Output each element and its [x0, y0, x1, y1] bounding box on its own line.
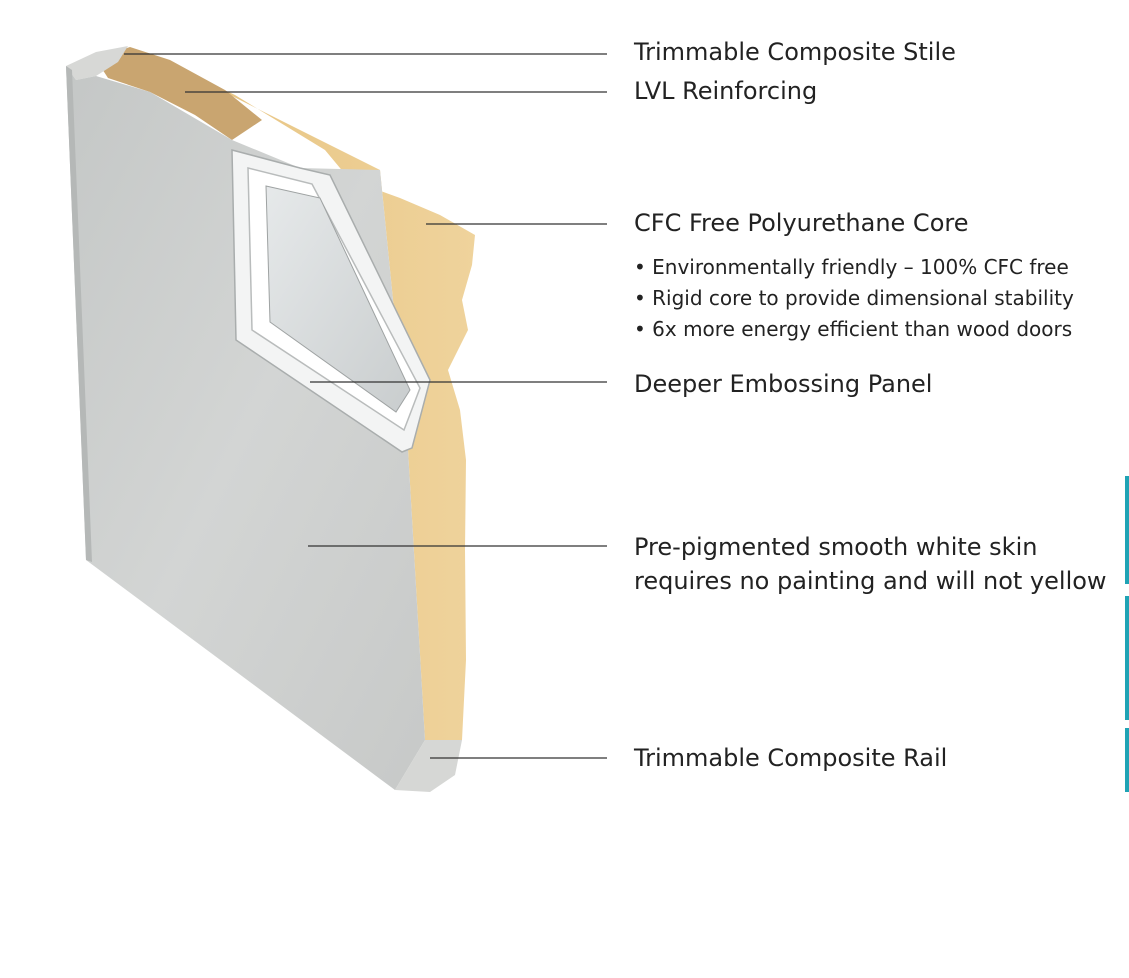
edge-accent-bar: [1125, 596, 1129, 720]
label-lvl-reinforcing: LVL Reinforcing: [634, 77, 818, 105]
polyurethane-core: [150, 55, 475, 740]
edge-accent-bar: [1125, 728, 1129, 792]
label-skin-line1: Pre-pigmented smooth white skin: [634, 533, 1038, 561]
label-composite-stile: Trimmable Composite Stile: [634, 38, 956, 66]
core-bullet-item: Environmentally friendly – 100% CFC free: [634, 252, 1074, 283]
label-polyurethane-core: CFC Free Polyurethane Core: [634, 209, 969, 237]
door-left-edge: [66, 66, 92, 562]
core-bullet-list: Environmentally friendly – 100% CFC free…: [634, 252, 1074, 345]
embossed-panel-glass: [265, 185, 411, 413]
label-skin-line2: requires no painting and will not yellow: [634, 567, 1107, 595]
label-composite-rail: Trimmable Composite Rail: [634, 744, 948, 772]
composite-stile: [66, 46, 128, 80]
edge-accent-bar: [1125, 476, 1129, 584]
composite-rail: [395, 740, 462, 792]
core-bullet-item: 6x more energy efficient than wood doors: [634, 314, 1074, 345]
lvl-reinforcing: [95, 47, 262, 140]
leader-lines: [124, 53, 607, 759]
label-embossing-panel: Deeper Embossing Panel: [634, 370, 933, 398]
core-bullet-item: Rigid core to provide dimensional stabil…: [634, 283, 1074, 314]
